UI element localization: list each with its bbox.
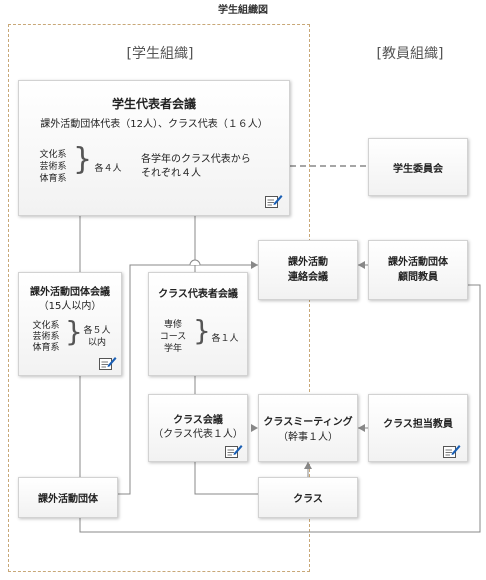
homeroom-teacher-label: クラス担当教員 [383,419,453,430]
class-representative-council-box: クラス代表者会議 専修 コース 学年 } 各１人 [148,272,248,376]
club-council-category: 芸術系 [32,332,60,342]
brace-icon: } [65,315,83,348]
homeroom-teacher-box: クラス担当教員 [368,394,468,462]
class-box: クラス [258,477,358,518]
page-title: 学生組織図 [218,5,268,16]
class-label: クラス [293,494,323,505]
club-liaison-council-label: 課外活動 連絡会議 [288,257,328,283]
club-advisors-box: 課外活動団体 顧問教員 [368,240,468,300]
council-categories: 文化系 芸術系 体育系 [33,149,73,185]
edit-note-icon[interactable] [225,443,243,458]
club-council-count: 各５人 以内 [83,326,111,348]
student-committee-box: 学生委員会 [368,138,468,196]
clubs-label: 課外活動団体 [38,494,98,505]
brace-icon: } [73,142,93,177]
edit-note-icon[interactable] [99,355,117,370]
class-meeting-sub-box: クラスミーティング （幹事１人） [258,394,358,462]
club-council-category: 体育系 [32,343,60,353]
class-rep-count: 各１人 [211,334,239,344]
council-count: 各４人 [94,164,122,174]
class-rep-category: 専修 [163,320,182,330]
club-council-category: 文化系 [32,321,60,331]
club-council-subtitle: （15人以内） [38,301,102,312]
student-representative-council: 学生代表者会議 課外活動団体代表（12人）、クラス代表（１６人） 文化系 芸術系… [18,80,290,216]
student-section-label: [学生組織] [126,46,194,62]
club-council-title: 課外活動団体会議 [30,287,110,298]
class-rep-category: コース [159,332,187,342]
club-advisors-label: 課外活動団体 顧問教員 [388,257,448,283]
class-meeting-subtitle: （クラス代表１人） [153,429,243,440]
class-rep-categories: 専修 コース 学年 [155,319,191,355]
edit-note-icon[interactable] [265,193,283,208]
class-meeting2-subtitle: （幹事１人） [278,432,338,443]
class-rep-council-title: クラス代表者会議 [158,289,238,300]
class-meeting-box: クラス会議 （クラス代表１人） [148,394,248,462]
council-subtitle: 課外活動団体代表（12人）、クラス代表（１６人） [40,119,268,130]
club-liaison-council-box: 課外活動 連絡会議 [258,240,358,300]
council-category: 芸術系 [39,162,67,172]
brace-icon: } [193,314,211,347]
class-meeting2-title: クラスミーティング [263,417,353,428]
clubs-box: 課外活動団体 [18,477,118,518]
club-council-categories: 文化系 芸術系 体育系 [27,321,65,354]
faculty-section-label: [教員組織] [376,46,444,62]
class-meeting-title: クラス会議 [173,415,223,426]
council-category: 文化系 [39,150,67,160]
council-title: 学生代表者会議 [111,97,196,111]
club-council-box: 課外活動団体会議 （15人以内） 文化系 芸術系 体育系 } 各５人 以内 [18,272,122,376]
edit-note-icon[interactable] [443,443,461,458]
student-committee-label: 学生委員会 [393,163,443,175]
council-category: 体育系 [39,174,67,184]
council-note: 各学年のクラス代表から それぞれ４人 [141,154,251,179]
class-rep-category: 学年 [163,344,182,354]
